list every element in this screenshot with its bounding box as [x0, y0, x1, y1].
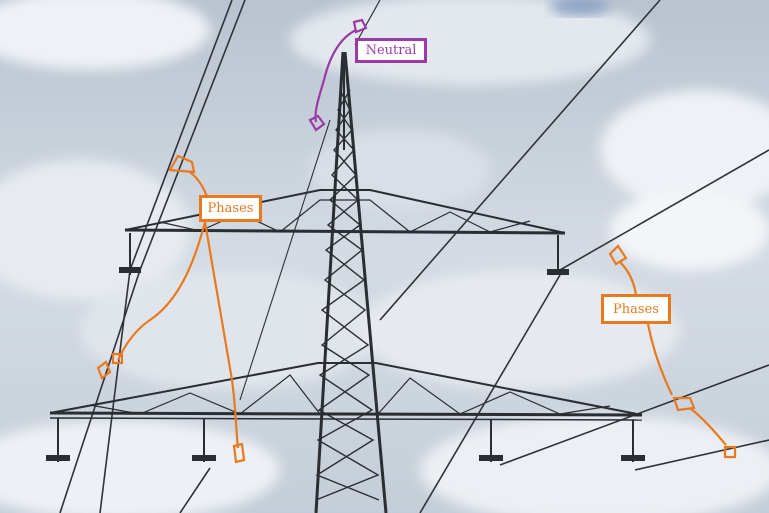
insulators	[46, 233, 645, 462]
transmission-tower	[49, 51, 643, 513]
phases-label-left: Phases	[199, 195, 262, 222]
neutral-label: Neutral	[355, 38, 427, 63]
neutral-annotation	[308, 18, 368, 132]
phase-annotations	[96, 154, 737, 464]
blue-patch	[550, 0, 610, 16]
phases-label-right: Phases	[601, 294, 671, 324]
